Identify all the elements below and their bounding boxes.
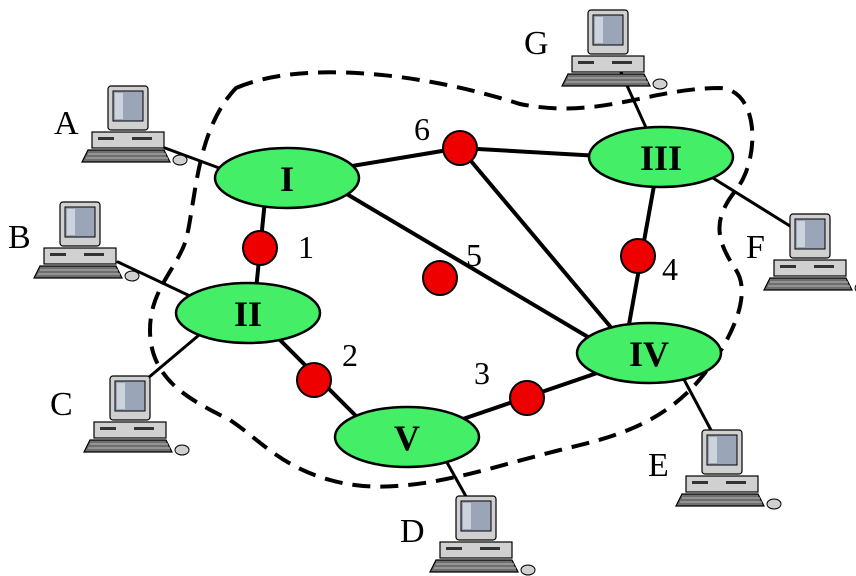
link-E-IV [678,370,714,434]
channel-4-dot [620,238,656,274]
network-boundary [147,70,755,489]
channel-1-dot [242,230,278,266]
host-C-computer-icon [83,375,190,456]
link-6-IV [458,146,632,352]
node-V: V [333,405,481,469]
channel-1-label: 1 [298,229,314,265]
host-F-label: F [746,229,765,266]
host-E-computer-icon [675,429,782,510]
node-V-label: V [394,418,420,458]
host-D-label: D [400,513,425,550]
node-II: II [174,281,322,345]
link-C-II [146,328,207,380]
host-B-label: B [8,219,31,256]
host-E-label: E [648,447,669,484]
channel-5-dot [422,260,458,296]
channel-2-label: 2 [342,337,358,373]
channel-2-dot [296,362,332,398]
host-D-computer-icon [429,495,536,576]
link-B-II [116,260,192,298]
channel-5-label: 5 [466,237,482,273]
host-F-computer-icon [763,213,856,294]
host-B-computer-icon [33,201,140,282]
host-C-label: C [50,386,73,423]
node-IV-label: IV [629,334,669,374]
node-III-label: III [640,138,682,178]
channel-6-dot [442,130,478,166]
host-A-label: A [54,105,79,142]
host-A-computer-icon [81,85,188,166]
channel-3-dot [509,380,545,416]
node-II-label: II [234,294,262,334]
channel-4-label: 4 [662,251,678,287]
link-6-III [458,146,602,158]
node-I-label: I [280,159,294,199]
link-I-IV [338,188,622,358]
host-G-computer-icon [561,9,668,90]
link-F-III [698,168,792,228]
node-I: I [213,146,361,210]
host-G-label: G [524,25,549,62]
channel-6-label: 6 [414,111,430,147]
node-III: III [587,125,735,189]
node-IV: IV [575,321,723,385]
link-I-6 [338,146,462,170]
channel-3-label: 3 [474,355,490,391]
